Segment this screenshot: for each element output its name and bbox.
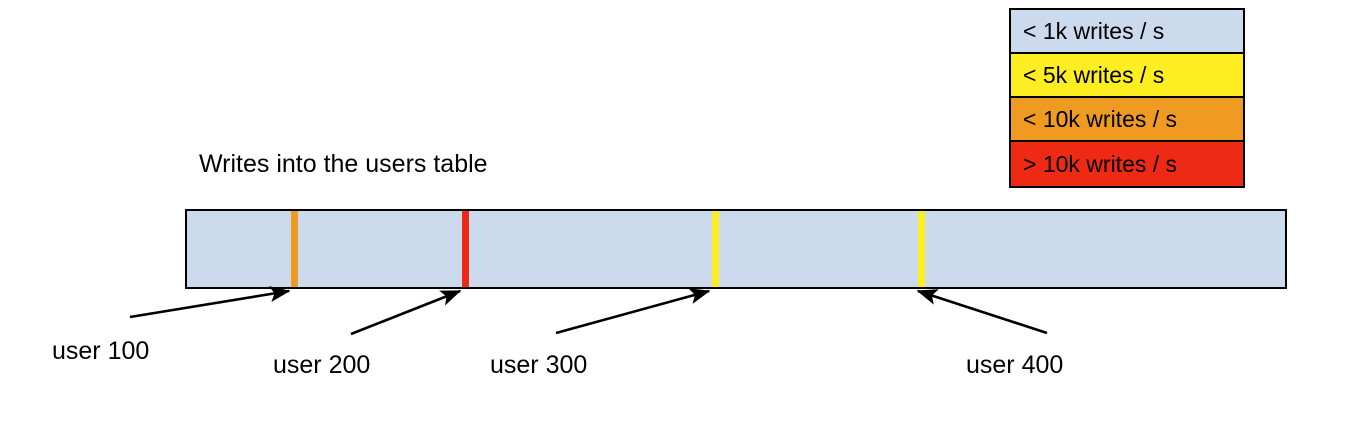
arrow-to-user-100 <box>129 286 291 319</box>
bar-stripe-user-100 <box>291 211 298 287</box>
arrow-to-user-400 <box>916 289 1048 335</box>
legend-label-lt-1k: < 1k writes / s <box>1023 17 1165 44</box>
legend-row-lt-5k: < 5k writes / s <box>1011 54 1243 98</box>
bar-stripe-user-400 <box>918 211 925 287</box>
bar-base-fill <box>187 211 1285 287</box>
legend-label-lt-10k: < 10k writes / s <box>1023 105 1178 132</box>
pointer-label-user-400: user 400 <box>966 351 1064 379</box>
legend-row-lt-1k: < 1k writes / s <box>1011 10 1243 54</box>
chart-title: Writes into the users table <box>199 150 488 178</box>
pointer-label-user-300: user 300 <box>490 351 588 379</box>
users-table-bar <box>185 209 1287 289</box>
bar-stripe-user-300 <box>712 211 719 287</box>
bar-stripe-user-200 <box>462 211 469 287</box>
arrow-to-user-300 <box>555 288 711 335</box>
legend-row-lt-10k: < 10k writes / s <box>1011 98 1243 142</box>
legend-label-lt-5k: < 5k writes / s <box>1023 61 1165 88</box>
pointer-label-user-100: user 100 <box>52 337 150 365</box>
pointer-label-user-200: user 200 <box>273 351 371 379</box>
legend-label-gt-10k: > 10k writes / s <box>1023 150 1178 177</box>
writes-rate-legend: < 1k writes / s < 5k writes / s < 10k wr… <box>1009 8 1245 188</box>
arrow-to-user-200 <box>350 289 462 336</box>
legend-row-gt-10k: > 10k writes / s <box>1011 142 1243 186</box>
